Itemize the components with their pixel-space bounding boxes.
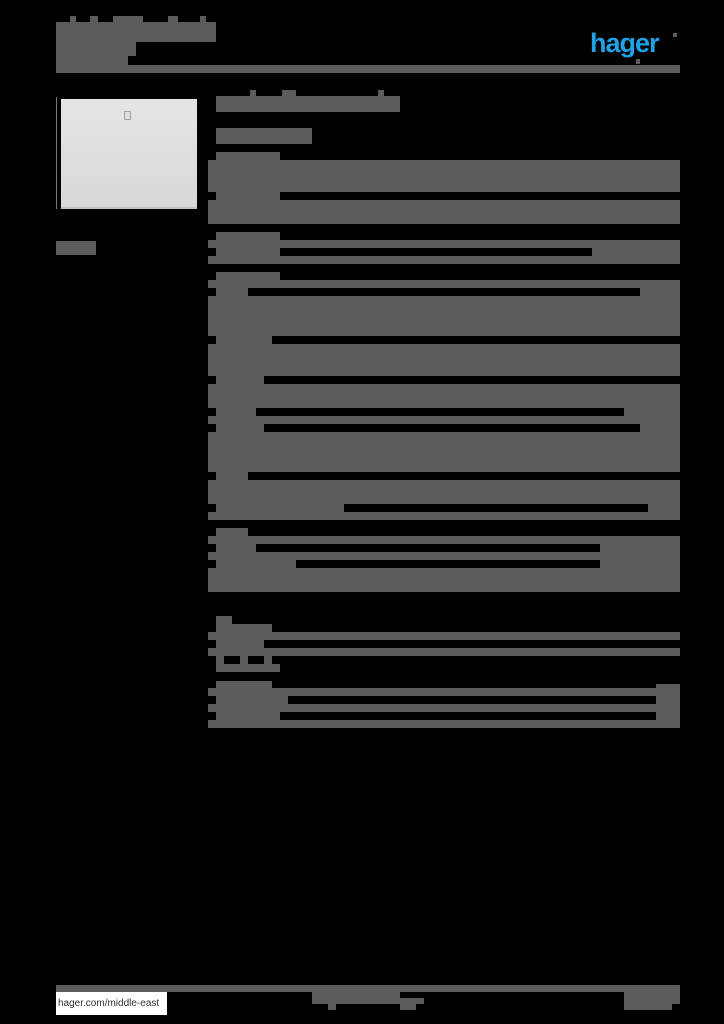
product-image-edge — [56, 97, 57, 209]
hager-logo: hager — [590, 28, 660, 58]
spec-row-value — [640, 424, 680, 432]
main-heading-caps — [282, 90, 296, 96]
spec-row-value — [600, 560, 680, 568]
header-title-line1-caps — [70, 16, 76, 22]
spec-row-label — [240, 656, 248, 664]
spec-row — [208, 568, 680, 592]
spec-row — [208, 720, 680, 728]
header-title-line1-caps — [113, 16, 143, 22]
spec-row-value — [592, 248, 680, 256]
section-label — [216, 232, 280, 242]
spec-row-label — [216, 336, 272, 344]
spec-row — [208, 648, 680, 656]
main-subheading — [216, 128, 312, 144]
footer-center-tick — [328, 1004, 336, 1010]
header-title-line1-caps — [90, 16, 98, 22]
spec-row-label — [264, 656, 272, 664]
spec-row-label — [216, 696, 288, 704]
section-label — [216, 272, 280, 282]
footer-center-tick — [400, 1004, 416, 1010]
spec-row — [208, 160, 680, 192]
spec-row-label — [216, 664, 280, 672]
header-title-line1 — [56, 22, 216, 42]
spec-row-value — [656, 712, 680, 720]
spec-row — [208, 552, 680, 560]
spec-row-value — [624, 408, 680, 416]
spec-row-value — [640, 288, 680, 296]
spec-row — [208, 512, 680, 520]
spec-row — [208, 688, 680, 696]
header-rule — [56, 65, 680, 73]
footer-rule — [56, 985, 680, 992]
spec-row — [208, 256, 680, 264]
spec-row — [208, 432, 680, 472]
footer-url-link[interactable]: hager.com/middle-east — [56, 992, 167, 1015]
footer-page-info-2 — [624, 1004, 672, 1010]
logo-tick — [636, 59, 640, 64]
spec-row — [208, 240, 680, 248]
spec-row — [208, 704, 680, 712]
spec-row-label — [216, 288, 248, 296]
header-subtitle — [56, 42, 136, 56]
section-label — [216, 528, 248, 538]
spec-row — [208, 480, 680, 504]
spec-row-label — [216, 504, 344, 512]
spec-row-label — [216, 560, 296, 568]
spec-row — [208, 536, 680, 544]
logo-registered-mark — [673, 33, 677, 37]
spec-row — [208, 384, 680, 408]
spec-row-label — [216, 472, 248, 480]
spec-row — [208, 416, 680, 424]
footer-center-text-2 — [400, 998, 424, 1004]
spec-row — [208, 280, 680, 288]
spec-row-label — [216, 424, 264, 432]
main-heading-caps — [378, 90, 384, 96]
spec-row-label — [216, 544, 256, 552]
spec-row-label — [216, 656, 224, 664]
spec-row-value — [600, 544, 680, 552]
main-heading-caps — [250, 90, 256, 96]
footer-page-info — [624, 992, 680, 1004]
spec-row-label — [216, 376, 264, 384]
product-image — [61, 99, 197, 209]
section-label — [216, 681, 272, 689]
indicator-window-icon — [124, 111, 131, 120]
main-heading — [216, 96, 400, 112]
header-subtitle-2 — [56, 56, 128, 66]
spec-row — [208, 632, 680, 640]
section-label — [216, 616, 232, 626]
spec-row-label — [216, 712, 280, 720]
spec-row-label — [216, 408, 256, 416]
spec-row-label — [216, 192, 280, 200]
spec-row-value — [648, 504, 680, 512]
header-title-line1-caps — [200, 16, 206, 22]
spec-row-label — [216, 248, 280, 256]
spec-row-label — [216, 640, 264, 648]
spec-row — [208, 200, 680, 224]
spec-row — [208, 344, 680, 376]
sidebar-label — [56, 241, 96, 255]
header-title-line1-caps — [168, 16, 178, 22]
footer-center-text — [312, 992, 400, 1004]
spec-row — [208, 296, 680, 336]
spec-row-value — [656, 684, 680, 704]
